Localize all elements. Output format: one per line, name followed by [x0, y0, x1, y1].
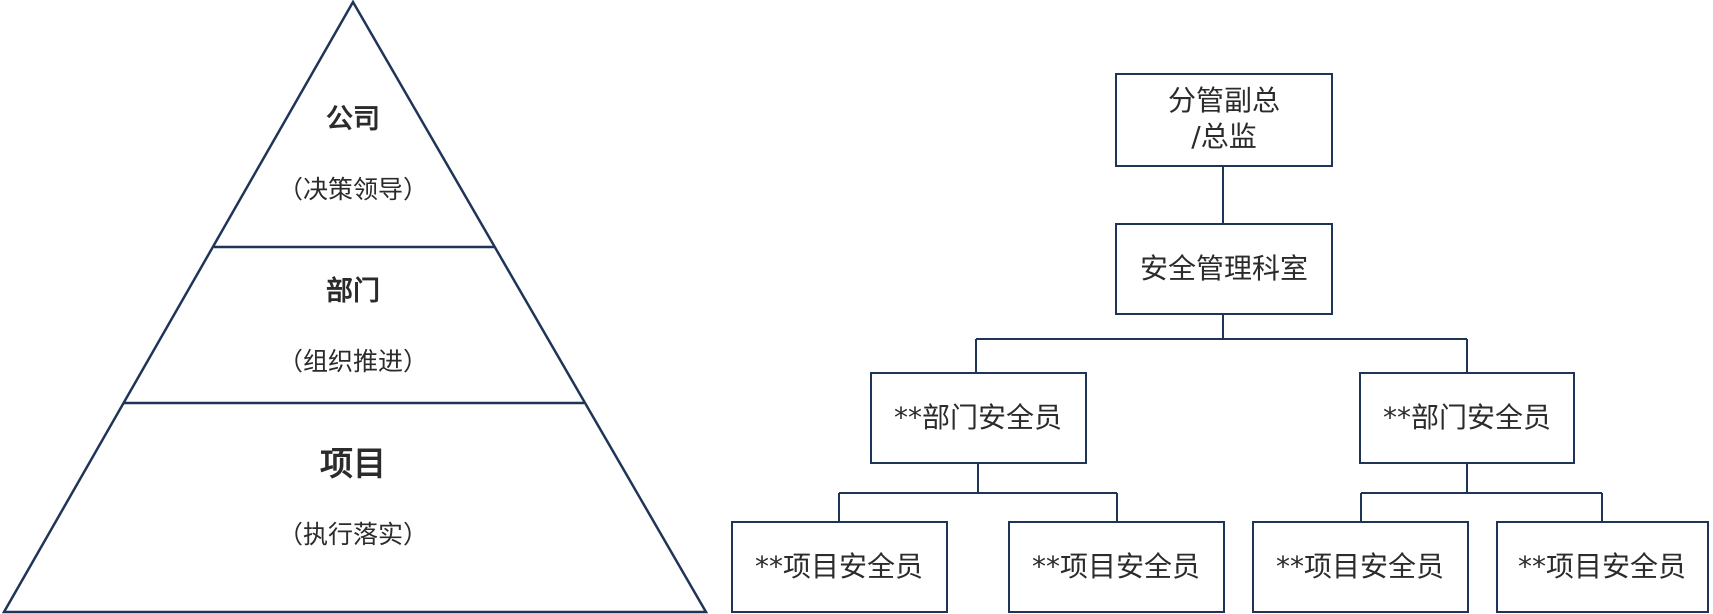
org-box-project-4: **项目安全员 [1496, 521, 1709, 613]
pyramid-level-subtitle: （决策领导） [278, 175, 428, 204]
org-box-frame [1008, 521, 1225, 613]
org-box-label: **项目安全员 [1276, 550, 1444, 583]
org-box-office: 安全管理科室 [1115, 223, 1333, 315]
org-box-frame [1115, 223, 1333, 315]
org-connectors [838, 166, 1603, 522]
pyramid-level-title: 公司 [326, 104, 380, 135]
org-box-project-3: **项目安全员 [1252, 521, 1469, 613]
org-box-label: **部门安全员 [1383, 401, 1551, 434]
pyramid-level-subtitle: （执行落实） [278, 520, 428, 549]
org-box-label-line1: 分管副总 [1168, 84, 1280, 117]
pyramid-level-title: 项目 [320, 444, 386, 483]
org-box-top: 分管副总 /总监 [1115, 73, 1333, 167]
pyramid-level-subtitle: （组织推进） [278, 347, 428, 376]
org-box-frame [731, 521, 948, 613]
org-box-dept-right: **部门安全员 [1359, 372, 1575, 464]
org-box-frame [1359, 372, 1575, 464]
org-box-project-1: **项目安全员 [731, 521, 948, 613]
org-box-label: **部门安全员 [894, 401, 1062, 434]
org-box-frame [870, 372, 1087, 464]
org-box-label: 安全管理科室 [1140, 252, 1308, 285]
org-box-dept-left: **部门安全员 [870, 372, 1087, 464]
org-box-label-line2: /总监 [1191, 120, 1256, 153]
pyramid-level-company: 公司 （决策领导） [278, 104, 428, 204]
org-box-frame [1252, 521, 1469, 613]
pyramid-outline [1, 0, 709, 614]
org-box-project-2: **项目安全员 [1008, 521, 1225, 613]
org-box-label: **项目安全员 [1032, 550, 1200, 583]
pyramid-level-department: 部门 （组织推进） [278, 275, 428, 376]
pyramid-level-title: 部门 [326, 275, 380, 307]
org-box-label: **项目安全员 [755, 550, 923, 583]
org-box-label: **项目安全员 [1518, 550, 1686, 583]
org-box-frame [1496, 521, 1709, 613]
pyramid-level-project: 项目 （执行落实） [278, 444, 428, 549]
pyramid: 公司 （决策领导） 部门 （组织推进） 项目 （执行落实） [1, 0, 709, 614]
org-box-frame [1115, 73, 1333, 167]
